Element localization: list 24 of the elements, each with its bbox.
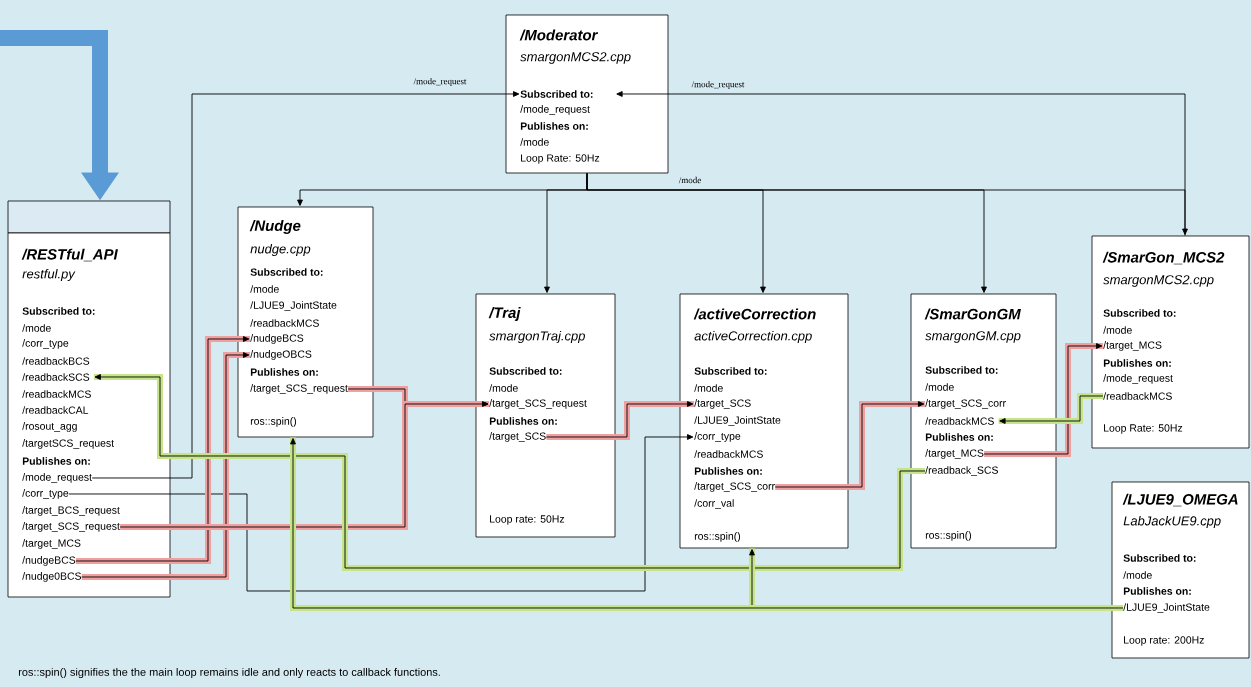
arrow [586, 172, 1188, 235]
edge-label: /mode_request [690, 79, 746, 91]
node-box: /SmarGon_MCS2 smargonMCS2.cpp Subscribed to: /mode /target_MCS Publishes on: /mode_request /readbackMCS Loop Rate: 50Hz [1091, 235, 1250, 449]
arrow [545, 401, 694, 440]
node-box: /LJUE9_OMEGA LabJackUE9.cpp Subscribed to: /mode Publishes on: /LJUE9_JointState Loop rate: 200Hz [1111, 481, 1250, 659]
node-box: /Nudge nudge.cpp Subscribed to: /mode /LJUE9_JointState /readbackMCS /nudgeBCS /nudgeOBCS Publishes on: /target_SCS_request ros::spin() [237, 206, 374, 438]
arrow [68, 434, 694, 592]
header-band [7, 200, 171, 234]
node-box: /Traj smargonTraj.cpp Subscribed to: /mode /target_SCS_request Publishes on: /target_SCS Loop rate: 50Hz [475, 293, 616, 538]
arrow [119, 401, 489, 530]
caption-text: ros::spin() signifies the the main loop remains idle and only reacts to callback functions. [18, 667, 440, 679]
node-box: /Moderator smargonMCS2.cpp Subscribed to: /mode_request Publishes on: /mode Loop Rate: 50Hz [505, 14, 669, 174]
arrow [616, 91, 1186, 237]
arrow [774, 401, 925, 490]
node-box: /activeCorrection activeCorrection.cpp Subscribed to: /mode /target_SCS /LJUE9_JointState /corr_type /readbackMCS Publishes on: /target_SCS_corr /corr_val ros::spin() [679, 293, 849, 549]
node-box: /SmarGonGM smargonGM.cpp Subscribed to: /mode /target_SCS_corr /readbackMCS Publishes on: /target_MCS /readback_SCS ros::spin() [910, 293, 1057, 549]
arrow [91, 91, 520, 479]
arrow [998, 393, 1104, 424]
arrow [93, 374, 926, 571]
arrow [290, 437, 1124, 611]
edge-label: /mode [677, 175, 703, 185]
edge-label: /mode_request [412, 76, 468, 88]
node-box: /RESTful_API restful.py Subscribed to: /mode /corr_type /readbackBCS /readbackSCS /readbackMCS /readbackCAL /rosout_agg /targetSCS_request Publishes on: /mode_request /corr_type /target_BCS_request /target_SCS_request /target_MCS /nudgeBCS /nudge0BCS [7, 232, 171, 598]
arrow [983, 343, 1103, 457]
